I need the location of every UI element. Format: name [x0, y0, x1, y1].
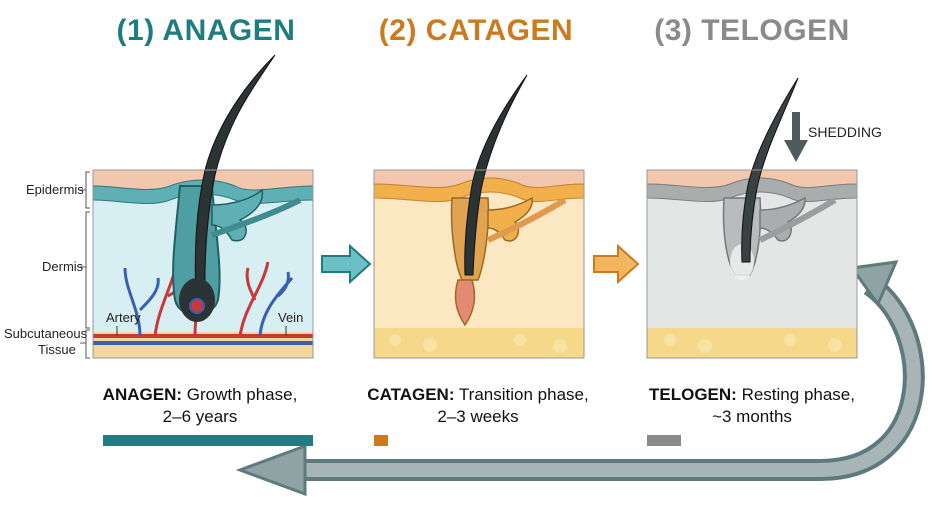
telogen-caption: TELOGEN: Resting phase, ~3 months	[622, 384, 882, 428]
telogen-duration-bar	[647, 435, 681, 446]
catagen-title: (2) CATAGEN	[378, 14, 574, 47]
dermis-label: Dermis	[42, 259, 84, 274]
telogen-caption-line2: ~3 months	[712, 407, 792, 426]
shedding-label: SHEDDING	[808, 124, 882, 140]
cycle-arrow-icon	[235, 260, 925, 497]
anagen-panel	[92, 54, 314, 359]
telogen-title: (3) TELOGEN	[654, 14, 850, 47]
vein-label: Vein	[278, 310, 304, 325]
catagen-duration-bar	[374, 435, 388, 446]
catagen-caption-line2: 2–3 weeks	[437, 407, 519, 426]
catagen-caption-line1: Transition phase,	[458, 385, 589, 404]
anagen-title: (1) ANAGEN	[116, 14, 296, 47]
subcutaneous-label-line2: Tissue	[38, 342, 76, 357]
layer-brackets	[80, 171, 90, 359]
right-arrow-icon	[321, 243, 372, 285]
epidermis-label: Epidermis	[26, 182, 84, 197]
telogen-caption-bold: TELOGEN:	[649, 385, 737, 404]
telogen-panel	[646, 77, 858, 359]
telogen-caption-line1: Resting phase,	[741, 385, 855, 404]
anagen-caption-bold: ANAGEN:	[102, 385, 183, 404]
right-arrow-icon	[593, 243, 640, 285]
artery-label: Artery	[106, 310, 141, 325]
anagen-caption: ANAGEN: Growth phase, 2–6 years	[70, 384, 330, 428]
catagen-caption-bold: CATAGEN:	[367, 385, 455, 404]
anagen-caption-line1: Growth phase,	[186, 385, 298, 404]
down-arrow-icon	[784, 112, 808, 162]
subcutaneous-label-line1: Subcutaneous	[4, 326, 88, 341]
catagen-caption: CATAGEN: Transition phase, 2–3 weeks	[348, 384, 608, 428]
catagen-panel	[373, 74, 585, 359]
anagen-caption-line2: 2–6 years	[162, 407, 238, 426]
anagen-duration-bar	[103, 435, 313, 446]
